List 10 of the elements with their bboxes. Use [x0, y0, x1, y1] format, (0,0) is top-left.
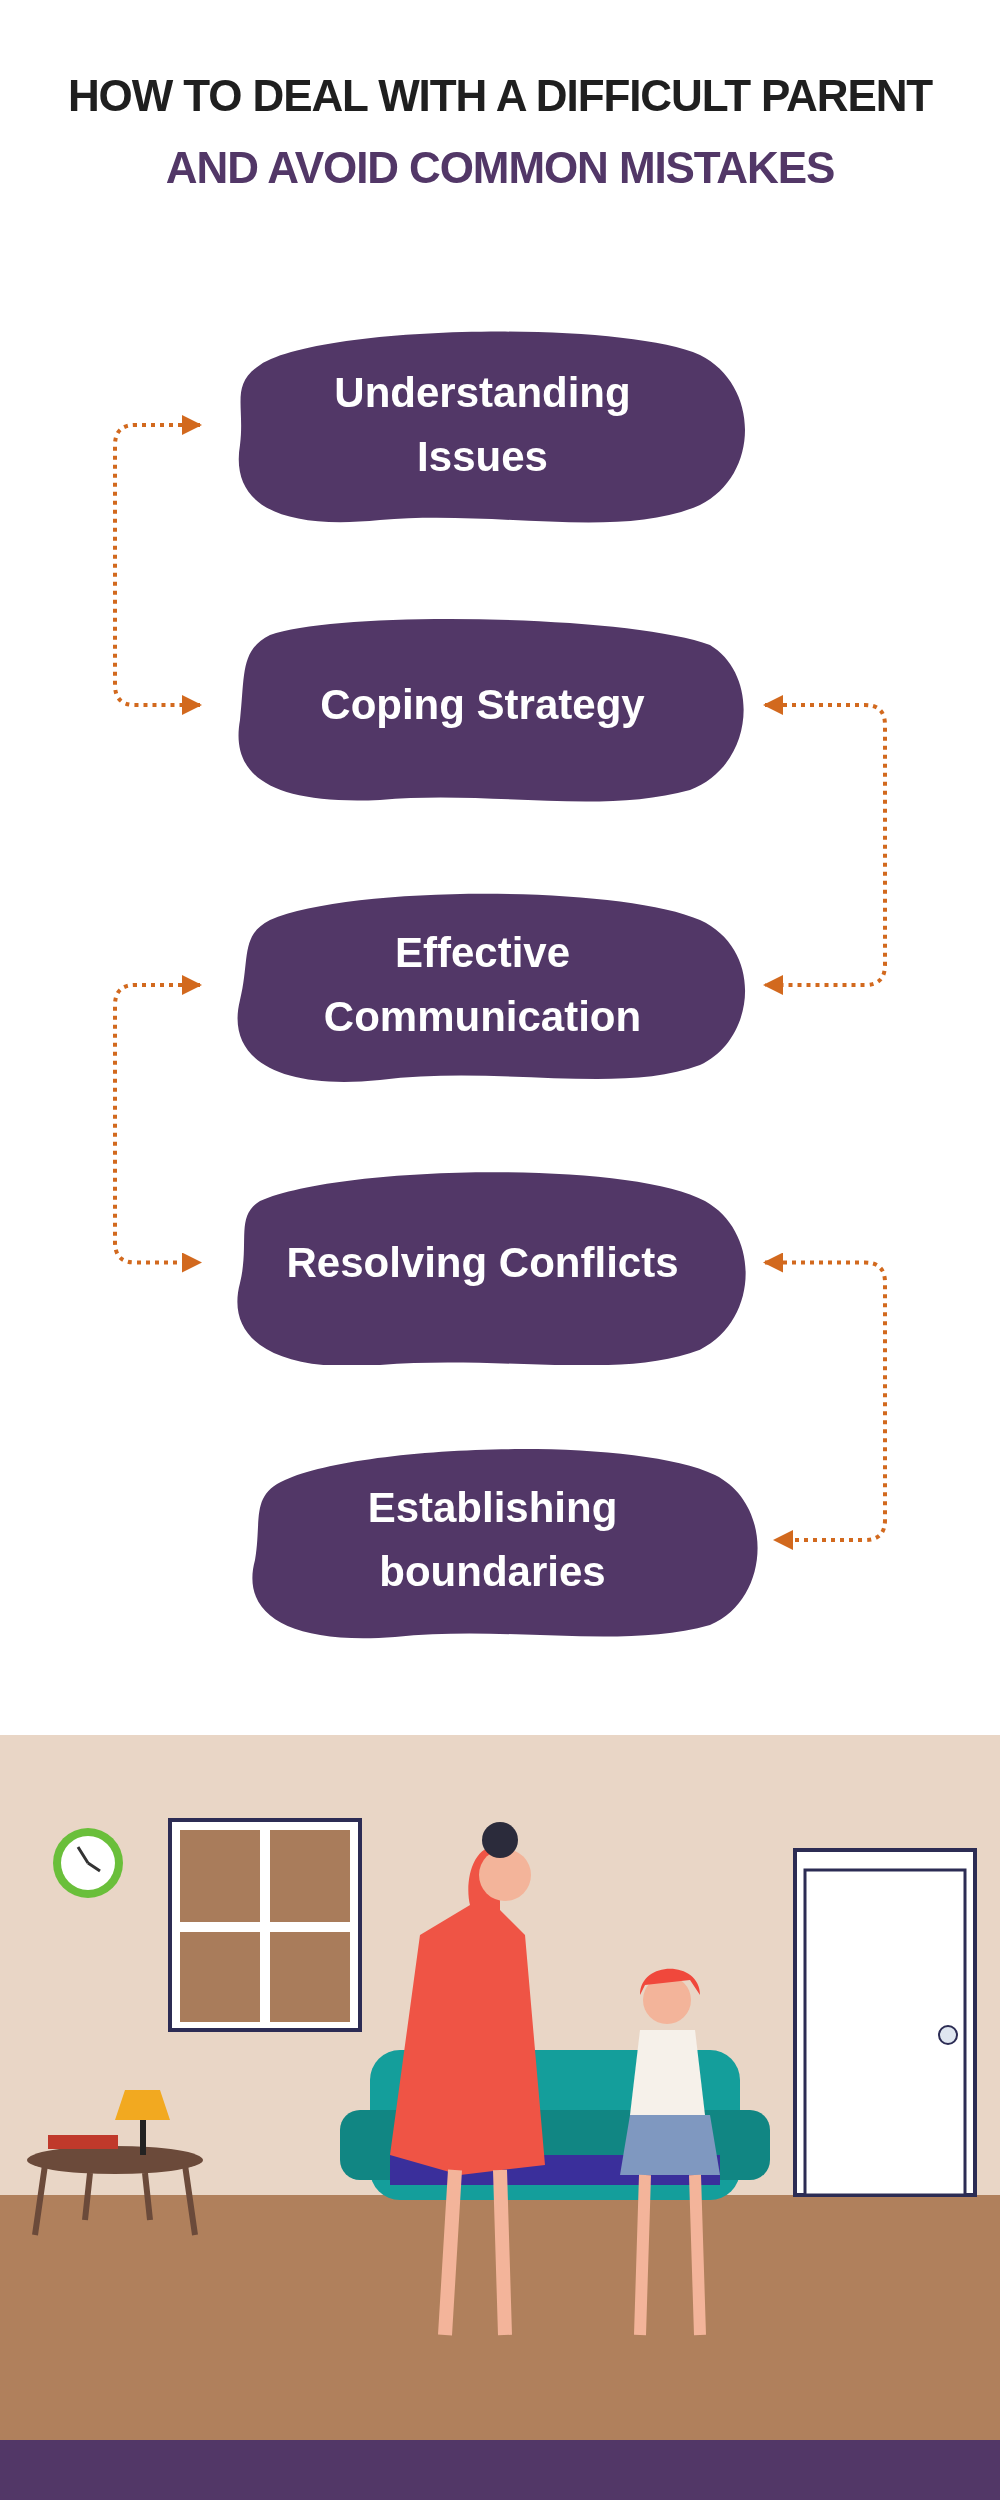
dotted-arrow [113, 415, 202, 715]
step-label: Coping Strategy [319, 680, 646, 730]
step-label: Resolving Conflicts [285, 1237, 680, 1288]
title: HOW TO DEAL WITH A DIFFICULT PARENT AND AVOID COMMON MISTAKES [66, 70, 934, 194]
step-label: Understanding Issues [333, 368, 632, 482]
dotted-arrow [113, 975, 202, 1273]
dotted-arrow [763, 1252, 887, 1550]
step-label: Establishing boundaries [366, 1483, 619, 1597]
step-label: Effective Communication [322, 928, 643, 1042]
dotted-arrow [763, 695, 887, 995]
